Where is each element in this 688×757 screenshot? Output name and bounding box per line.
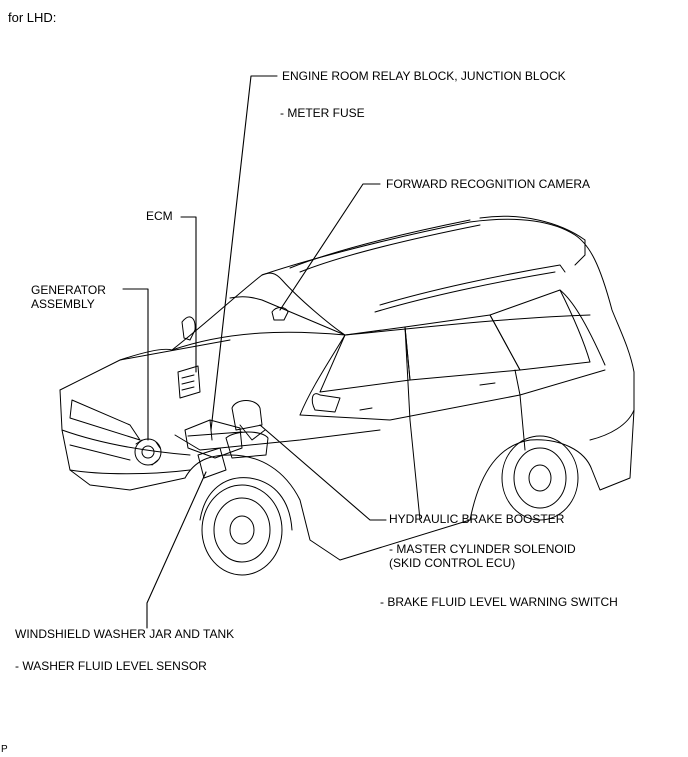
relay-block-component bbox=[184, 419, 243, 459]
label-master-cylinder-line1: - MASTER CYLINDER SOLENOID bbox=[389, 542, 576, 556]
leader-lines bbox=[122, 75, 387, 629]
label-washer-sensor: - WASHER FLUID LEVEL SENSOR bbox=[15, 659, 207, 673]
camera-component bbox=[271, 307, 289, 321]
label-brake-fluid-switch: - BRAKE FLUID LEVEL WARNING SWITCH bbox=[380, 595, 618, 609]
vehicle-body-outline bbox=[59, 215, 635, 576]
label-washer-jar: WINDSHIELD WASHER JAR AND TANK bbox=[15, 627, 235, 641]
label-camera: FORWARD RECOGNITION CAMERA bbox=[386, 177, 591, 191]
label-ecm: ECM bbox=[146, 209, 173, 223]
label-generator-line1: GENERATOR bbox=[31, 283, 106, 297]
label-master-cylinder-line2: (SKID CONTROL ECU) bbox=[389, 556, 516, 570]
footer-code: P bbox=[1, 744, 8, 755]
page-note: for LHD: bbox=[8, 10, 57, 25]
label-relay-block: ENGINE ROOM RELAY BLOCK, JUNCTION BLOCK bbox=[282, 69, 566, 83]
label-generator-line2: ASSEMBLY bbox=[31, 297, 95, 311]
label-meter-fuse: - METER FUSE bbox=[280, 106, 365, 120]
brake-booster-component bbox=[225, 400, 269, 459]
label-brake-booster: HYDRAULIC BRAKE BOOSTER bbox=[389, 512, 565, 526]
washer-jar-component bbox=[197, 447, 227, 479]
ecm-component bbox=[177, 365, 201, 399]
